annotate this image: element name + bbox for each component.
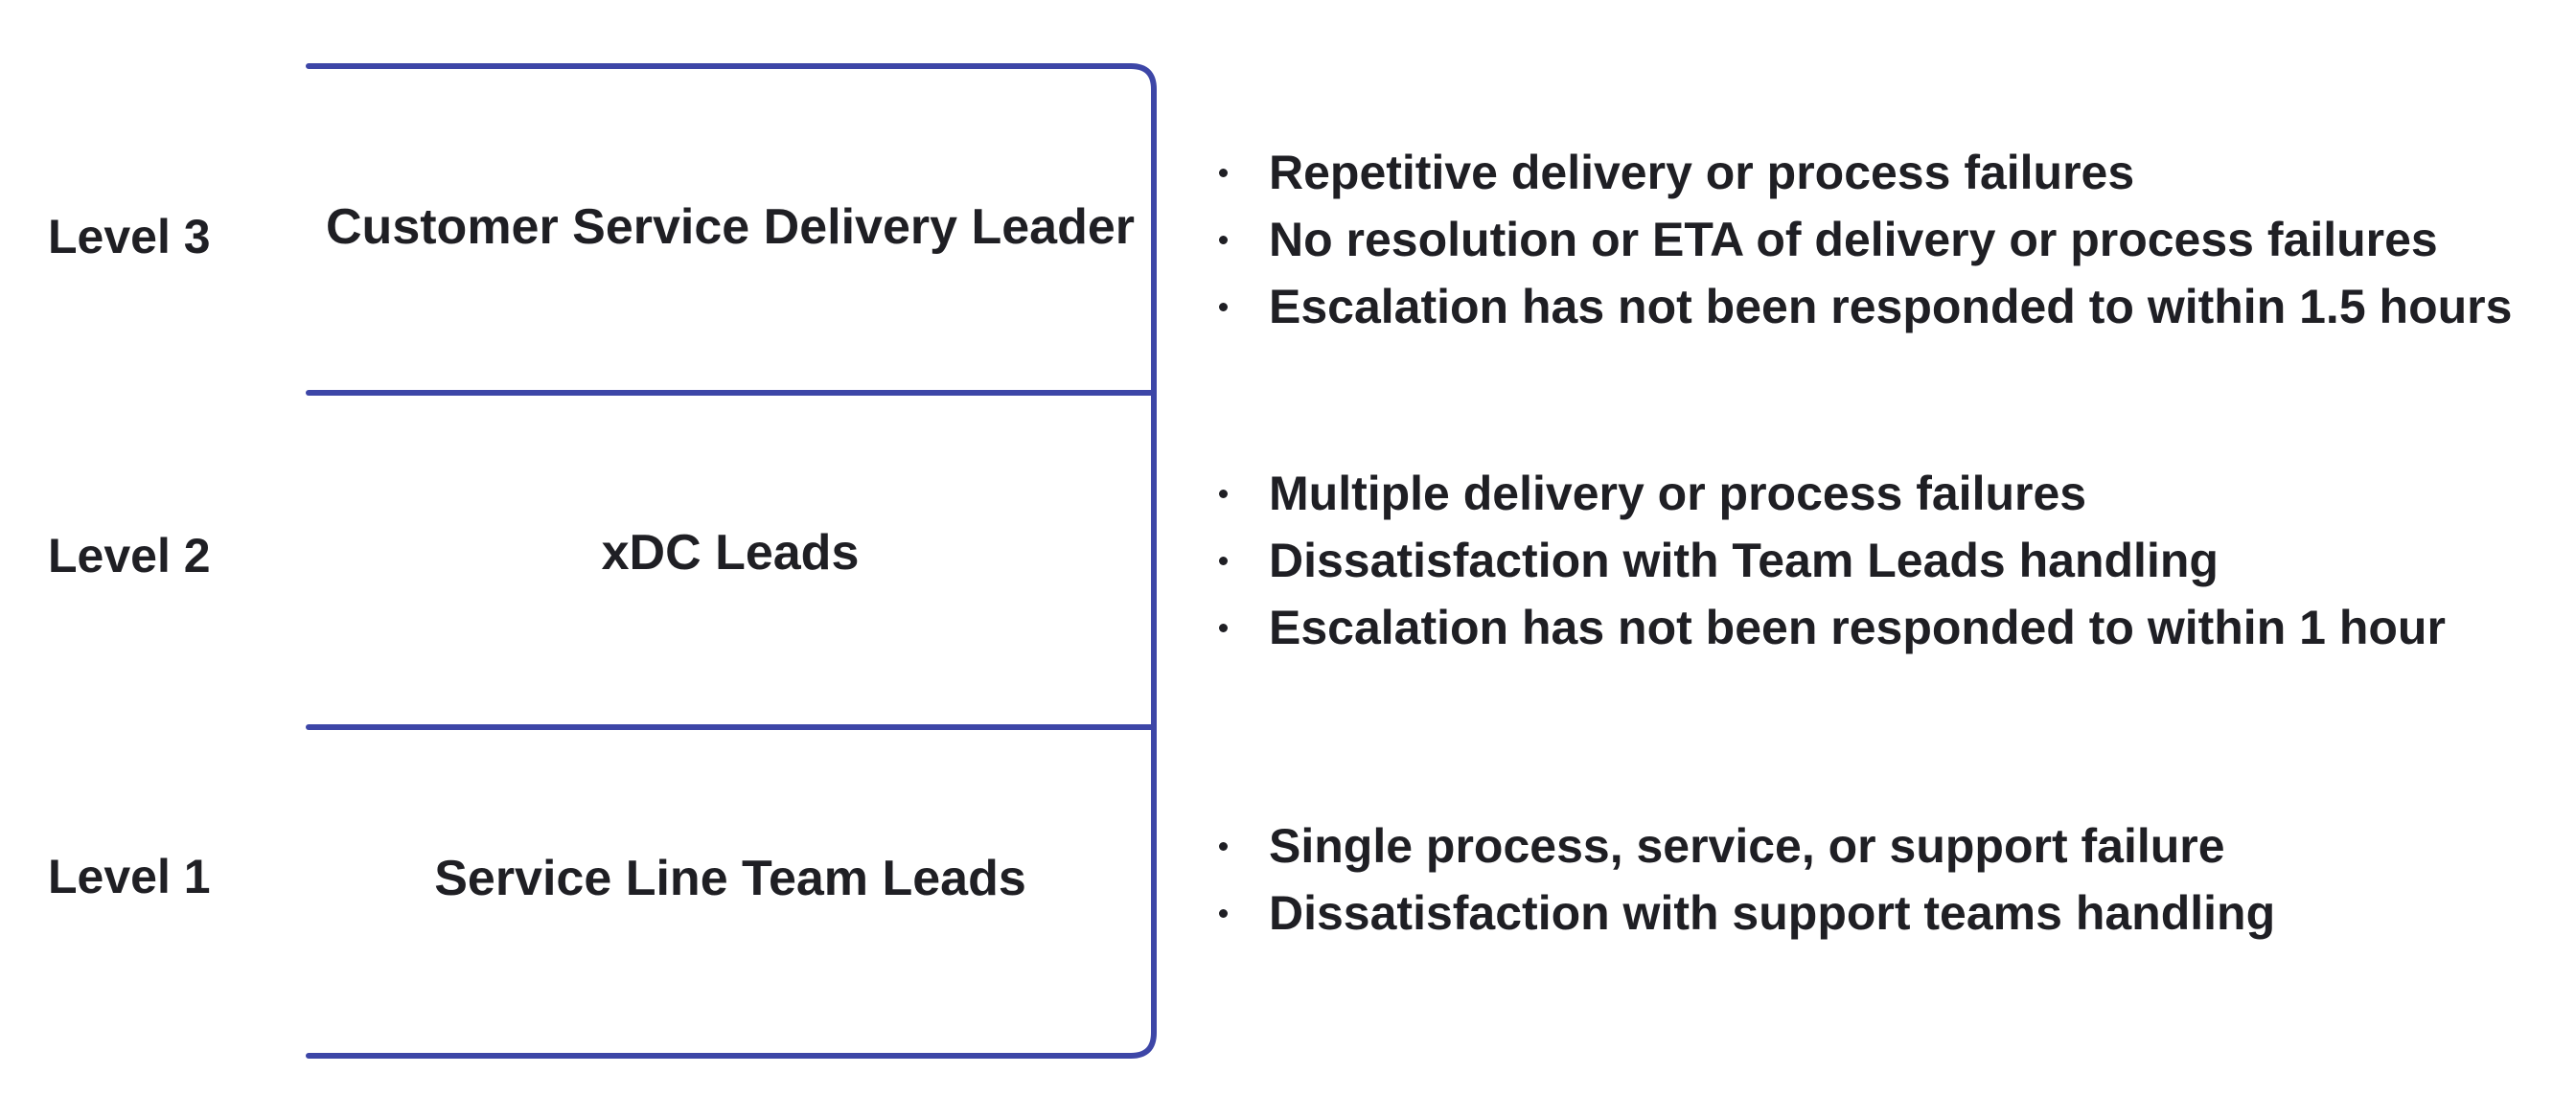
- bracket-outline: [306, 63, 1157, 1059]
- criteria-item: Escalation has not been responded to wit…: [1215, 273, 2512, 340]
- bullet-icon: [1219, 490, 1228, 498]
- level-1-role: Service Line Team Leads: [434, 851, 1026, 906]
- criteria-item: Single process, service, or support fail…: [1215, 812, 2275, 879]
- criteria-item: No resolution or ETA of delivery or proc…: [1215, 206, 2512, 273]
- bullet-icon: [1219, 624, 1228, 632]
- criteria-text: Dissatisfaction with Team Leads handling: [1269, 534, 2219, 587]
- criteria-text: Single process, service, or support fail…: [1269, 819, 2225, 873]
- criteria-text: No resolution or ETA of delivery or proc…: [1269, 213, 2438, 266]
- level-2-criteria-list: Multiple delivery or process failures Di…: [1215, 460, 2446, 661]
- level-2-role: xDC Leads: [601, 525, 860, 581]
- level-3-label: Level 3: [48, 210, 211, 263]
- level-3-criteria-list: Repetitive delivery or process failures …: [1215, 139, 2512, 340]
- bullet-icon: [1219, 557, 1228, 565]
- level-1-label: Level 1: [48, 850, 211, 903]
- bullet-icon: [1219, 842, 1228, 851]
- criteria-item: Repetitive delivery or process failures: [1215, 139, 2512, 206]
- criteria-text: Escalation has not been responded to wit…: [1269, 280, 2513, 333]
- criteria-text: Multiple delivery or process failures: [1269, 467, 2087, 520]
- criteria-text: Escalation has not been responded to wit…: [1269, 601, 2446, 654]
- bullet-icon: [1219, 236, 1228, 244]
- criteria-item: Escalation has not been responded to wit…: [1215, 594, 2446, 661]
- criteria-item: Dissatisfaction with Team Leads handling: [1215, 527, 2446, 594]
- level-1-criteria-list: Single process, service, or support fail…: [1215, 812, 2275, 947]
- criteria-item: Dissatisfaction with support teams handl…: [1215, 879, 2275, 947]
- criteria-item: Multiple delivery or process failures: [1215, 460, 2446, 527]
- criteria-text: Dissatisfaction with support teams handl…: [1269, 886, 2276, 940]
- bullet-icon: [1219, 303, 1228, 311]
- level-3-role: Customer Service Delivery Leader: [326, 199, 1135, 255]
- criteria-text: Repetitive delivery or process failures: [1269, 146, 2135, 199]
- bullet-icon: [1219, 169, 1228, 177]
- level-2-label: Level 2: [48, 529, 211, 582]
- bullet-icon: [1219, 909, 1228, 918]
